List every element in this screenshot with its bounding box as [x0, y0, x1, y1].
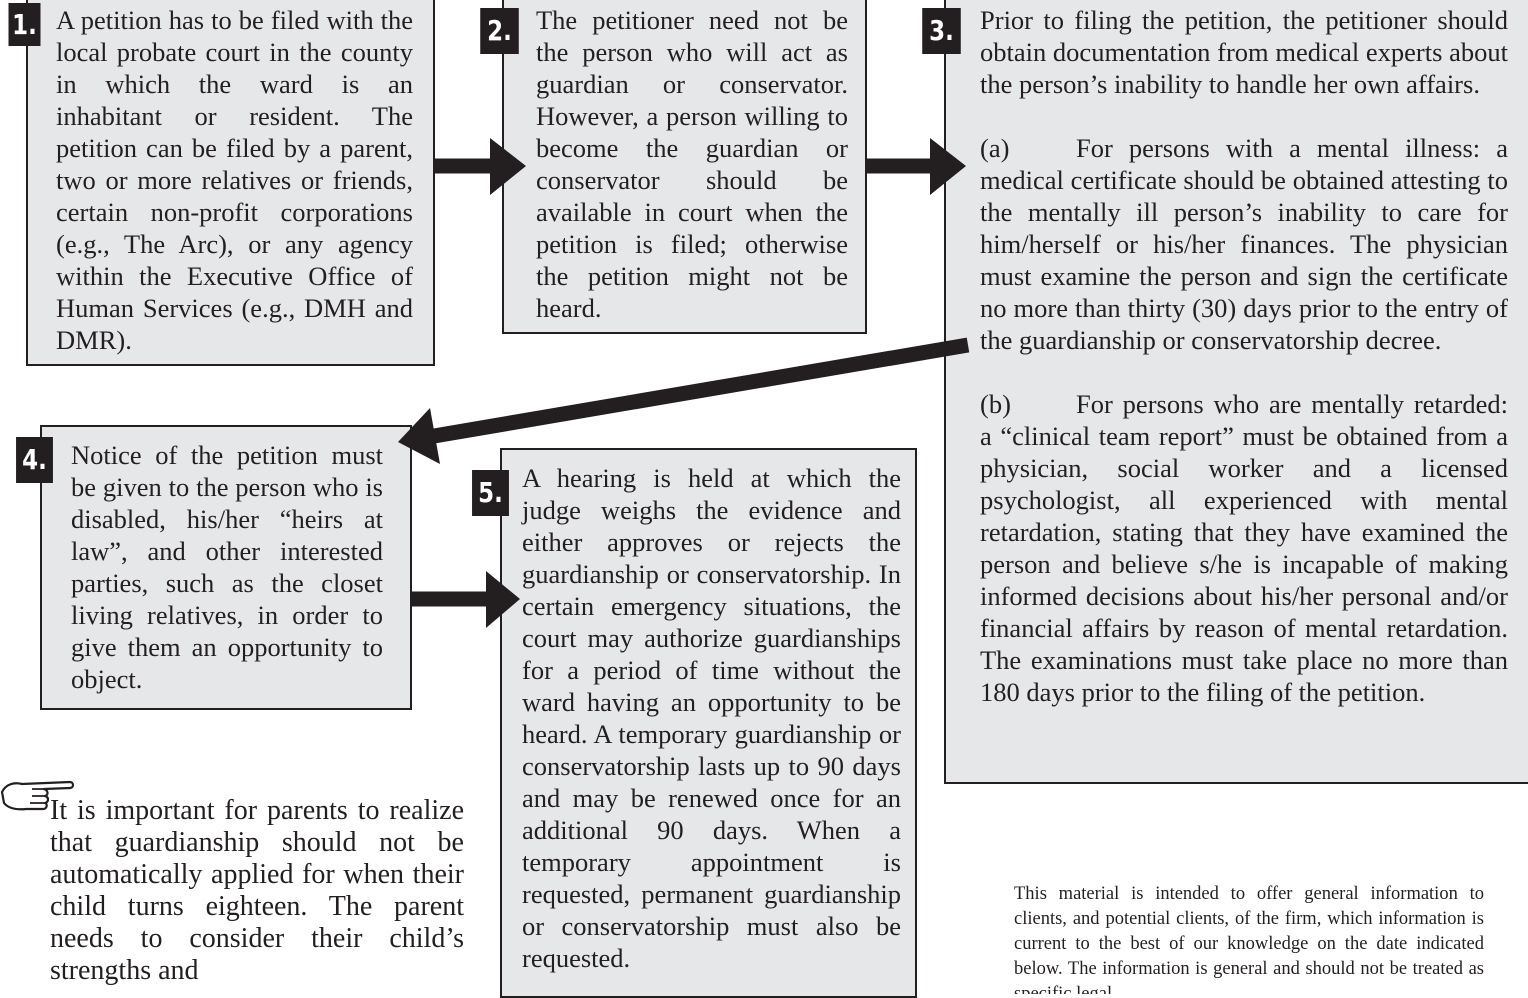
arrow-4-to-5: [412, 571, 520, 628]
step-4-box: Notice of the petition must be given to …: [40, 425, 412, 710]
step-1-box: A petition has to be filed with the loca…: [26, 0, 435, 366]
step-3-item-a-text: For persons with a mental illness: a med…: [980, 133, 1508, 355]
step-3-item-b-text: For persons who are mentally retarded: a…: [980, 389, 1508, 707]
step-5-text: A hearing is held at which the judge wei…: [522, 463, 901, 973]
step-5-badge: 5.: [472, 470, 509, 516]
step-3-box: Prior to filing the petition, the petiti…: [944, 0, 1528, 784]
step-5-box: A hearing is held at which the judge wei…: [500, 448, 917, 998]
step-3-item-a-label: (a): [980, 133, 1010, 163]
step-3-badge: 3.: [922, 8, 961, 54]
step-2-badge: 2.: [480, 8, 519, 54]
step-3-item-a: (a)For persons with a mental illness: a …: [980, 132, 1508, 356]
step-2-text: The petitioner need not be the person wh…: [536, 5, 848, 323]
arrow-3-to-4: [398, 337, 970, 464]
step-4-badge: 4.: [16, 437, 53, 483]
arrow-1-to-2: [435, 138, 526, 195]
disclaimer-text: This material is intended to offer gener…: [1014, 884, 1484, 994]
step-1-badge: 1.: [8, 3, 41, 46]
guardianship-note: It is important for parents to realize t…: [50, 795, 464, 986]
step-3-intro: Prior to filing the petition, the petiti…: [980, 5, 1508, 99]
step-1-text: A petition has to be filed with the loca…: [56, 5, 413, 355]
step-4-text: Notice of the petition must be given to …: [71, 440, 383, 694]
step-3-item-b: (b)For persons who are mentally retarded…: [980, 388, 1508, 708]
step-3-item-b-label: (b): [980, 389, 1011, 419]
step-2-box: The petitioner need not be the person wh…: [502, 0, 867, 334]
pointing-hand-icon: [0, 780, 75, 811]
arrow-2-to-3: [867, 138, 966, 195]
